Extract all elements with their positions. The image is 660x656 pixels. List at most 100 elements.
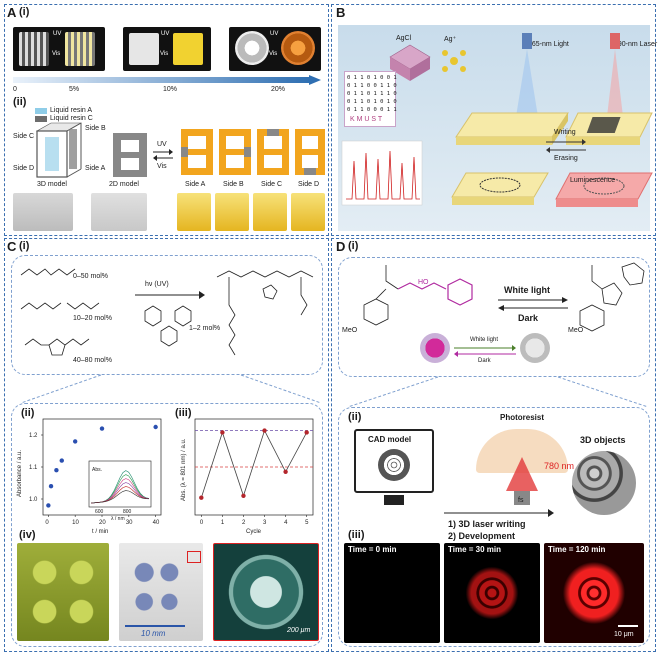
chart1-ylabel: Absorbance / a.u. — [17, 450, 23, 497]
chart1-point — [54, 468, 59, 473]
photo-side-a — [177, 193, 211, 231]
caption-side-b: Side B — [223, 181, 244, 188]
panel-c: C (i) 0–50 mol% 10–20 mol% 40–80 mol% hν… — [4, 238, 329, 652]
scale-10um-label: 10 μm — [614, 631, 634, 638]
side-b-label: Side B — [85, 125, 106, 132]
concentration-arrow — [13, 75, 321, 85]
uv-label-3: UV — [270, 31, 279, 37]
chart1-xtick-label: 10 — [72, 520, 79, 526]
lattice-photo-blue — [119, 543, 203, 641]
laser-beam-690 — [606, 33, 624, 125]
reaction-arrow — [135, 291, 205, 299]
photo-clear-cube-1 — [13, 193, 73, 231]
legend-resin-c: Liquid resin C — [50, 115, 93, 122]
dark-label: Dark — [518, 313, 539, 323]
lattice-sphere-white — [235, 31, 269, 65]
panel-d-sub-ii: (ii) — [348, 411, 362, 423]
vial-colored — [420, 333, 450, 363]
chart1-point — [153, 424, 158, 430]
percent-20: 20% — [271, 86, 286, 93]
vis-label-2: Vis — [160, 51, 169, 57]
light-365-label: 365-nm Light — [528, 41, 569, 48]
equilibrium-arrows — [498, 297, 568, 311]
chart2-xtick-label: 1 — [221, 520, 225, 526]
scale-200um-label: 200 μm — [287, 627, 311, 634]
dasa-closed-structure — [579, 262, 645, 332]
panel-c-sub-ii: (ii) — [21, 407, 35, 419]
chart1-xtick-label: 0 — [45, 520, 49, 526]
photoresist-label: Photoresist — [500, 413, 545, 422]
writing-label: Writing — [554, 129, 576, 136]
caption-3d-model: 3D model — [37, 181, 67, 188]
panel-a-sub-ii: (ii) — [13, 96, 27, 108]
meo-label-2: MeO — [568, 327, 584, 334]
vis-label-3: Vis — [269, 51, 278, 57]
photoswitch-box — [338, 257, 650, 377]
ag-label: Ag⁺ — [444, 36, 457, 43]
vial-clear — [520, 333, 550, 363]
panel-c-sub-i: (i) — [19, 240, 30, 252]
fs-label: fs — [518, 497, 524, 504]
hv-uv-label: hν (UV) — [145, 281, 169, 288]
chart2-xtick-label: 0 — [200, 520, 204, 526]
panel-c-sub-iii: (iii) — [175, 407, 192, 419]
chart1-point — [48, 484, 54, 489]
step-laser-writing: 1) 3D laser writing — [448, 519, 526, 529]
white-light-label: White light — [504, 285, 550, 295]
zoom-connector-d — [347, 376, 649, 408]
side-frames — [181, 129, 325, 175]
panel-a-label: A — [7, 5, 17, 20]
chart1-xtick-label: 30 — [126, 520, 133, 526]
ho-label: HO — [418, 279, 429, 286]
chart1-point — [46, 503, 51, 508]
chart2-series-line — [200, 429, 308, 498]
step-development: 2) Development — [448, 531, 516, 541]
small-arrows — [454, 345, 516, 357]
photoinitiator-structure — [144, 305, 192, 347]
side-d-label: Side D — [13, 165, 35, 172]
chart2-point — [220, 430, 225, 435]
legend-resin-a: Liquid resin A — [50, 107, 93, 114]
caption-side-c: Side C — [261, 181, 283, 188]
cad-model-label: CAD model — [368, 435, 412, 444]
lattice-photo-white — [129, 33, 159, 65]
panel-b-label: B — [336, 5, 346, 20]
binary-data-box — [344, 71, 396, 127]
chart1-point — [59, 458, 64, 463]
chart2-xtick-label: 2 — [242, 520, 246, 526]
fullerene-3d-object — [572, 451, 636, 515]
white-light-small-label: White light — [470, 337, 499, 343]
chart1-inset-spectrum — [90, 490, 150, 504]
percent-5: 5% — [69, 86, 80, 93]
panel-a: A (i) UV Vis UV Vis UV Vis 0 5% 10% 20% … — [4, 4, 329, 236]
chart1-ytick-label: 1.0 — [29, 497, 38, 503]
polymer-structure — [216, 270, 314, 356]
lattice-photo-yellow-2 — [173, 33, 203, 65]
laser-writing-box — [338, 407, 650, 647]
meo-label: MeO — [342, 327, 358, 334]
film-bottom-left — [451, 172, 549, 205]
panel-d-label: D — [336, 239, 346, 254]
luminescence-label: Luminescence — [570, 177, 616, 184]
panel-a-sub-i: (i) — [19, 6, 30, 18]
spectrum-plot — [341, 140, 423, 206]
photo-side-d — [291, 193, 325, 231]
erasing-label: Erasing — [554, 155, 578, 162]
panel-d-sub-i: (i) — [348, 240, 359, 252]
scale-10mm-label: 10 mm — [141, 629, 166, 638]
range-monomer-1: 0–50 mol% — [73, 273, 109, 280]
agcl-crystal-icon — [389, 44, 431, 81]
time-120-label: Time = 120 min — [548, 545, 606, 554]
charts-box — [11, 403, 323, 647]
process-arrow — [444, 509, 554, 517]
photo-clear-cube-2 — [91, 193, 147, 231]
chart2-point — [304, 430, 309, 435]
monitor-stand — [384, 495, 404, 505]
panel-d-sub-iii: (iii) — [348, 529, 365, 541]
binary-row-3: 0 1 1 0 1 1 1 0 — [347, 91, 397, 97]
chart1-point — [72, 439, 78, 444]
chart1-point — [99, 426, 105, 431]
light-beam-365 — [514, 33, 540, 129]
780nm-label: 780 nm — [544, 461, 575, 471]
cad-fullerene-icon — [378, 449, 410, 481]
